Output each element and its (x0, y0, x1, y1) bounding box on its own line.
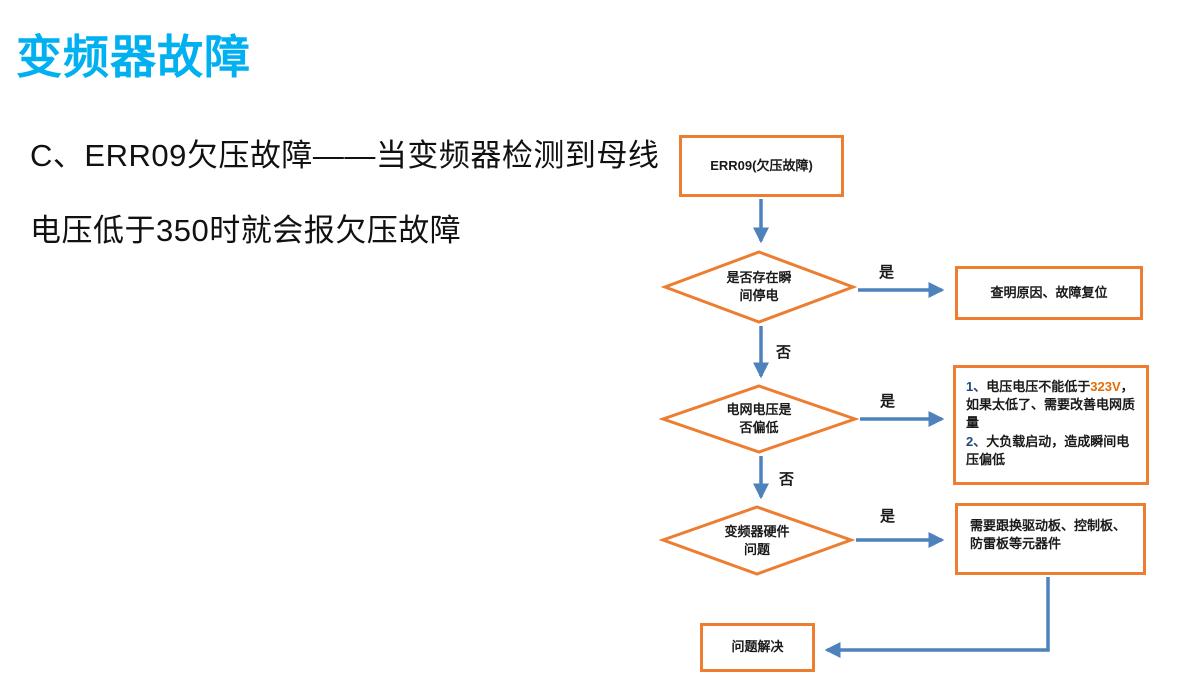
branch-label-yes-1: 是 (879, 264, 895, 281)
branch-label-no-2: 否 (779, 471, 795, 488)
advice-item-2: 2、大负载启动，造成瞬间电压偏低 (966, 433, 1136, 469)
branch-label-no-1: 否 (776, 344, 792, 361)
flow-decision-power-outage: 是否存在瞬 间停电 (726, 270, 792, 303)
flow-decision-grid-voltage: 电网电压是 否偏低 (726, 402, 792, 435)
arrow-replace-to-resolved (824, 577, 1050, 659)
flow-decision-hardware: 变频器硬件 问题 (724, 523, 790, 557)
intro-line-1: C、ERR09欠压故障——当变频器检测到母线 (30, 138, 660, 173)
advice-1-voltage-value: 323V (1090, 379, 1121, 394)
flow-box-replace-boards: 需要跟换驱动板、控制板、防雷板等元器件 (955, 503, 1146, 575)
advice-1-text: 电压电压不能低于 (986, 379, 1091, 394)
flow-box-voltage-advice: 1、电压电压不能低于323V，如果太低了、需要改善电网质量 2、大负载启动，造成… (953, 365, 1149, 485)
advice-2-number: 2、 (966, 433, 987, 449)
flow-box-resolved: 问题解决 (700, 623, 815, 672)
advice-item-1: 1、电压电压不能低于323V，如果太低了、需要改善电网质量 (966, 378, 1136, 433)
advice-1-number: 1、 (966, 379, 987, 394)
flow-box-check-reset: 查明原因、故障复位 (955, 266, 1143, 320)
advice-2-text: 大负载启动，造成瞬间电压偏低 (966, 433, 1130, 467)
branch-label-yes-3: 是 (880, 508, 896, 525)
page-title: 变频器故障 (16, 31, 251, 83)
decision-diamond-grid-voltage (658, 384, 860, 454)
decision-diamond-power-outage (660, 250, 858, 324)
advice-1-text-cont: ，如果太低了、需要改善电网质量 (966, 379, 1136, 431)
flow-box-start: ERR09(欠压故障) (679, 135, 844, 197)
decision-diamond-hardware (658, 505, 856, 576)
branch-label-yes-2: 是 (880, 393, 896, 410)
intro-line-2: 电压低于350时就会报欠压故障 (30, 213, 462, 248)
